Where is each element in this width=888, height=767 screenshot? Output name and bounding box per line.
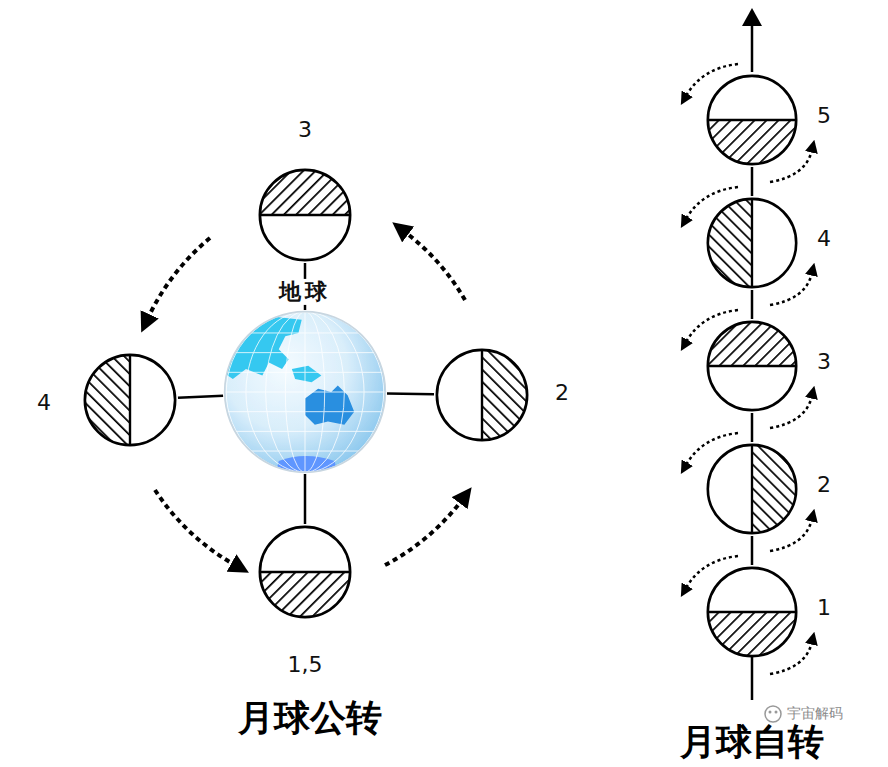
connector-line [387,392,434,395]
orbit-arrow [405,232,465,300]
moon-circle: 4 [705,196,799,290]
moon-circle: 3 [257,167,353,263]
connector-line [304,474,307,524]
moon-circle: 3 [705,319,799,413]
earth-label: 地球 [276,279,334,305]
moon-picture [705,565,799,659]
orbit-arrow [385,500,462,565]
callout-number: 4 [37,392,51,414]
spin-arrows [686,64,812,674]
earth-picture [223,310,387,474]
moon-picture [257,167,353,263]
connector-line [751,290,754,319]
orbit-arrow [155,490,235,565]
connector-line [751,536,754,565]
moon-circle: 2 [705,442,799,536]
watermark-icon [765,706,781,722]
callout-number: 2 [555,382,569,404]
diagram-title: 月球公转 [238,698,382,738]
moon-picture [257,524,353,620]
watermark: 宇宙解码 [787,706,843,721]
moon-picture [705,319,799,413]
moon-picture [434,347,530,443]
moon-picture [705,442,799,536]
callout-number: 2 [817,474,831,496]
callout-number: 4 [817,228,831,250]
connector-line [178,396,223,398]
moon-picture [82,352,178,448]
moon-circle: 2 [434,347,530,443]
connector-line [751,167,754,196]
moon-picture [705,73,799,167]
moon-picture [705,196,799,290]
callout-number: 1,5 [288,654,323,676]
callout-number: 1 [817,597,831,619]
earth-circle: 地球 [223,310,387,474]
moon-circle: 5 [705,73,799,167]
diagram-title: 月球自转 [680,722,824,762]
orbit-arrows [148,232,465,565]
moon-circle: 1 [705,565,799,659]
moon-circle: 4 [82,352,178,448]
callout-number: 3 [298,119,312,141]
callout-number: 5 [817,105,831,127]
orbit-arrow [148,238,210,318]
connector-line [751,413,754,442]
callout-number: 3 [817,351,831,373]
moon-circle: 1,5 [257,524,353,620]
